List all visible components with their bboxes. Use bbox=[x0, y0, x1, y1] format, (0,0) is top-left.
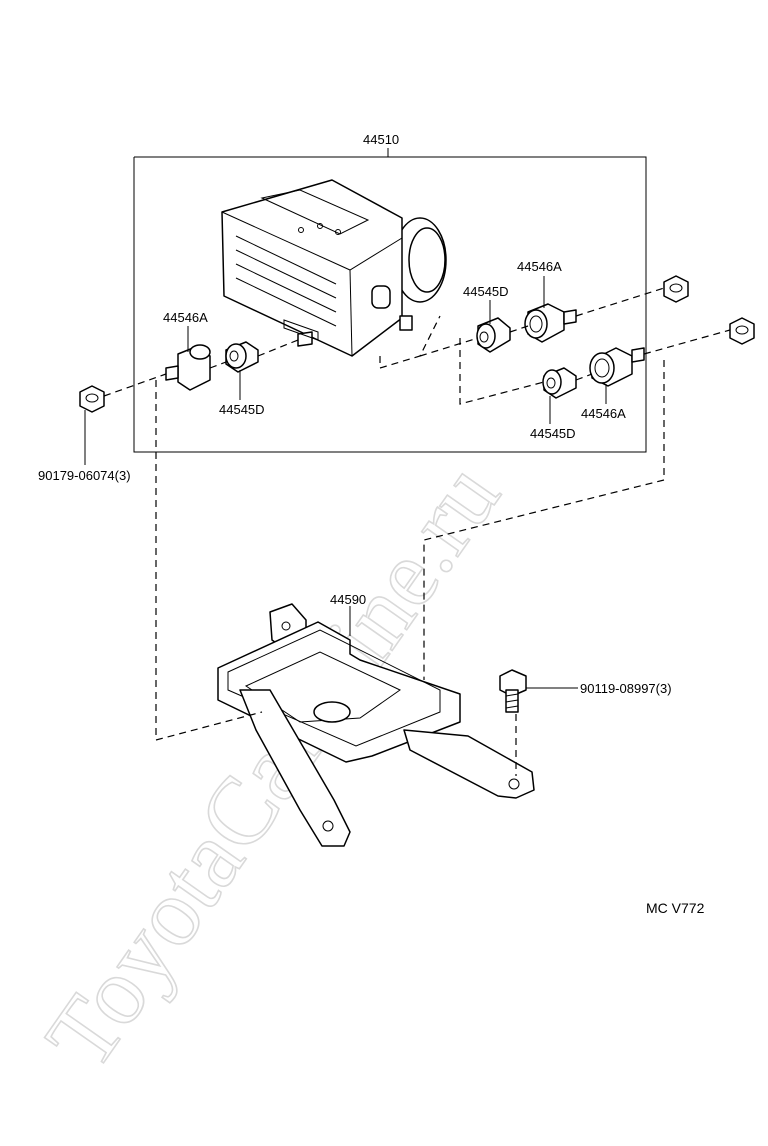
label-44546a-right-bottom: 44546A bbox=[581, 406, 626, 421]
label-90179: 90179-06074(3) bbox=[38, 468, 131, 483]
nut-right-bottom bbox=[729, 317, 755, 345]
cushion-44546a-right-top bbox=[524, 303, 577, 343]
assembly-frame bbox=[133, 156, 647, 453]
leader-lines bbox=[84, 148, 607, 689]
label-44545d-left: 44545D bbox=[219, 402, 265, 417]
label-44545d-right-bottom: 44545D bbox=[530, 426, 576, 441]
bracket-44590 bbox=[217, 603, 535, 847]
label-90119: 90119-08997(3) bbox=[580, 681, 672, 696]
label-44546a-right-top: 44546A bbox=[517, 259, 562, 274]
cushion-44545d-right-bottom bbox=[542, 367, 577, 399]
abs-actuator bbox=[221, 179, 447, 357]
bolt-90119 bbox=[499, 669, 527, 713]
alignment-lines bbox=[103, 287, 731, 776]
cushion-44545d-left bbox=[225, 341, 259, 373]
label-44546a-left: 44546A bbox=[163, 310, 208, 325]
part-labels: 44510 44546A 44545D 44545D 44546A 44546A… bbox=[38, 132, 705, 916]
cushion-44546a-right-bottom bbox=[589, 347, 645, 387]
nut-left bbox=[79, 385, 105, 413]
label-44545d-right-top: 44545D bbox=[463, 284, 509, 299]
label-44510: 44510 bbox=[363, 132, 399, 147]
diagram-code: MC V772 bbox=[646, 900, 705, 916]
nut-right-top bbox=[663, 275, 689, 303]
cushion-44545d-right-top bbox=[476, 317, 511, 353]
cushion-44546a-left bbox=[165, 344, 211, 391]
label-44590: 44590 bbox=[330, 592, 366, 607]
